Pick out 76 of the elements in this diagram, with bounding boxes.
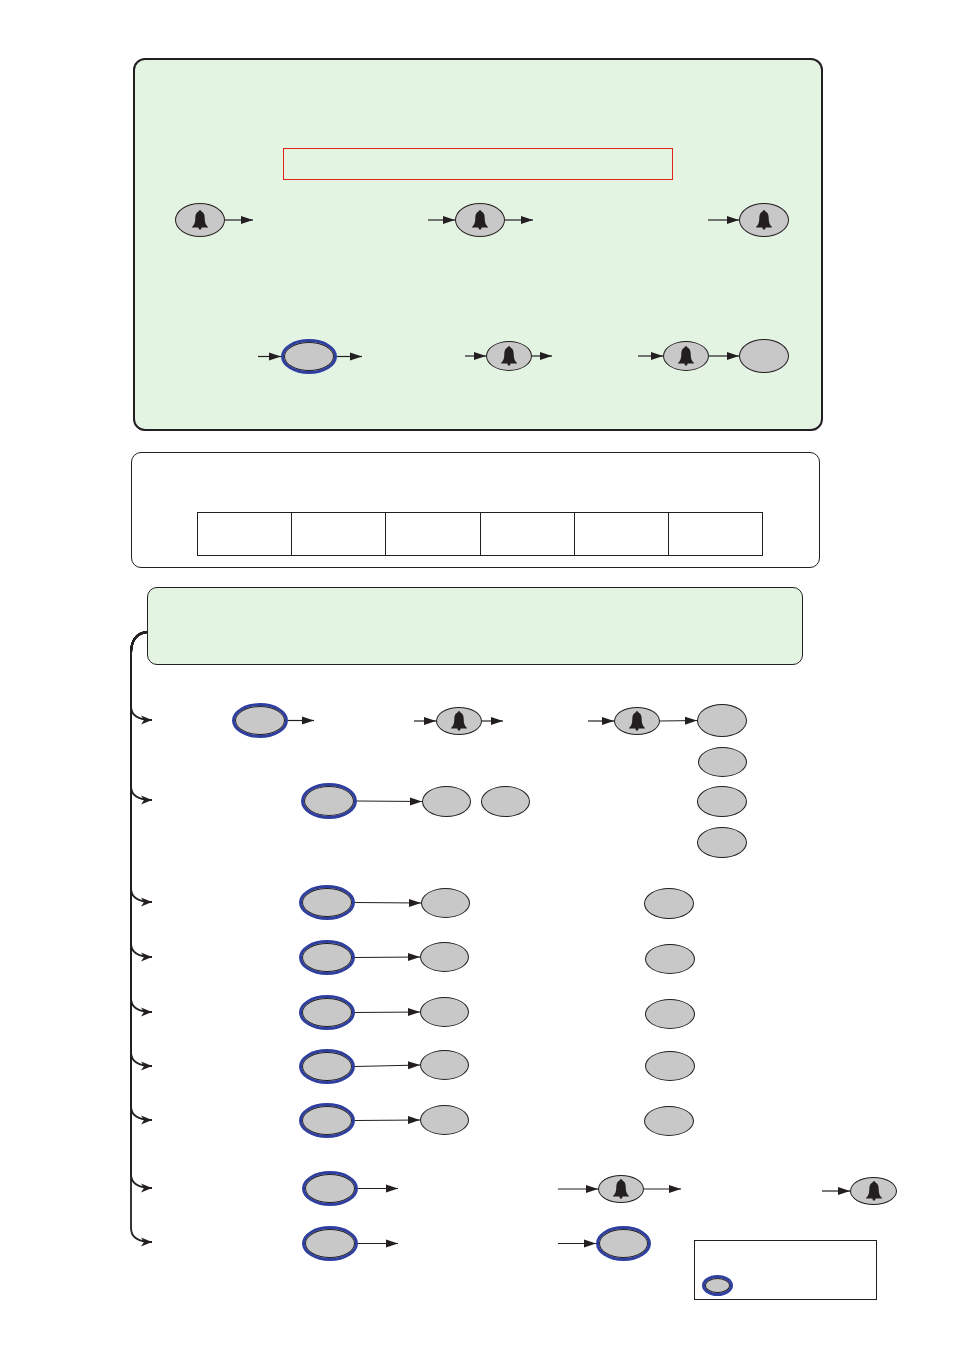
oval-key xyxy=(614,707,660,735)
oval-key xyxy=(421,888,470,918)
arrow xyxy=(354,1116,421,1125)
oval-key xyxy=(481,786,530,817)
legend-box xyxy=(694,1240,877,1300)
arrow xyxy=(354,1061,421,1070)
table-cell xyxy=(197,512,292,556)
oval-key xyxy=(739,339,789,373)
oval-key xyxy=(420,1105,469,1135)
oval-key xyxy=(436,707,482,735)
oval-key xyxy=(299,1103,355,1138)
arrow xyxy=(659,716,698,725)
oval-key xyxy=(698,747,747,777)
oval-key xyxy=(299,940,355,975)
oval-key xyxy=(645,999,695,1029)
arrow xyxy=(643,1185,682,1193)
oval-key xyxy=(850,1177,897,1205)
oval-key xyxy=(232,703,288,738)
arrow xyxy=(354,953,421,962)
arrow xyxy=(354,898,422,907)
oval-key xyxy=(596,1226,651,1261)
rounded-panel xyxy=(131,452,820,568)
outlined-frame xyxy=(283,148,673,180)
oval-key xyxy=(598,1175,644,1203)
oval-key xyxy=(422,786,471,817)
oval-key xyxy=(697,704,747,737)
arrow xyxy=(224,216,254,224)
rounded-panel xyxy=(133,58,823,431)
table-cell xyxy=(291,512,386,556)
oval-key xyxy=(455,203,505,237)
arrow xyxy=(427,216,456,224)
oval-key xyxy=(702,1275,733,1296)
table-cell xyxy=(385,512,481,556)
arrow xyxy=(708,352,740,360)
oval-key xyxy=(299,885,355,920)
table-cell xyxy=(668,512,763,556)
oval-key xyxy=(302,1226,358,1261)
arrow xyxy=(357,1239,399,1248)
oval-key xyxy=(739,203,789,237)
arrow xyxy=(257,352,282,361)
oval-key xyxy=(645,944,695,974)
table-cell xyxy=(480,512,575,556)
oval-key xyxy=(281,339,337,374)
oval-key xyxy=(645,1051,695,1081)
arrow xyxy=(531,352,553,360)
arrow xyxy=(413,717,437,725)
oval-key xyxy=(420,1050,469,1080)
oval-key xyxy=(299,1049,355,1084)
oval-key xyxy=(486,341,532,371)
oval-key xyxy=(644,888,694,919)
arrow xyxy=(464,352,487,360)
arrow xyxy=(336,352,363,361)
oval-key xyxy=(697,827,747,858)
arrow xyxy=(481,717,504,725)
oval-key xyxy=(175,203,225,237)
arrow xyxy=(707,216,740,224)
oval-key xyxy=(697,786,747,817)
arrow xyxy=(557,1239,597,1248)
arrow xyxy=(504,216,534,224)
oval-key xyxy=(663,341,709,371)
arrow xyxy=(587,717,615,725)
oval-key xyxy=(301,783,357,819)
arrow xyxy=(821,1187,851,1195)
oval-key xyxy=(420,942,469,972)
rounded-panel xyxy=(147,587,803,665)
oval-key xyxy=(302,1171,358,1206)
arrow xyxy=(354,1008,421,1017)
oval-key xyxy=(299,995,355,1030)
arrow xyxy=(356,797,423,806)
table-cell xyxy=(574,512,669,556)
oval-key xyxy=(420,997,469,1027)
arrow xyxy=(557,1185,599,1193)
oval-key xyxy=(644,1106,694,1136)
arrow xyxy=(637,352,664,360)
arrow xyxy=(287,716,315,725)
arrow xyxy=(357,1184,399,1193)
